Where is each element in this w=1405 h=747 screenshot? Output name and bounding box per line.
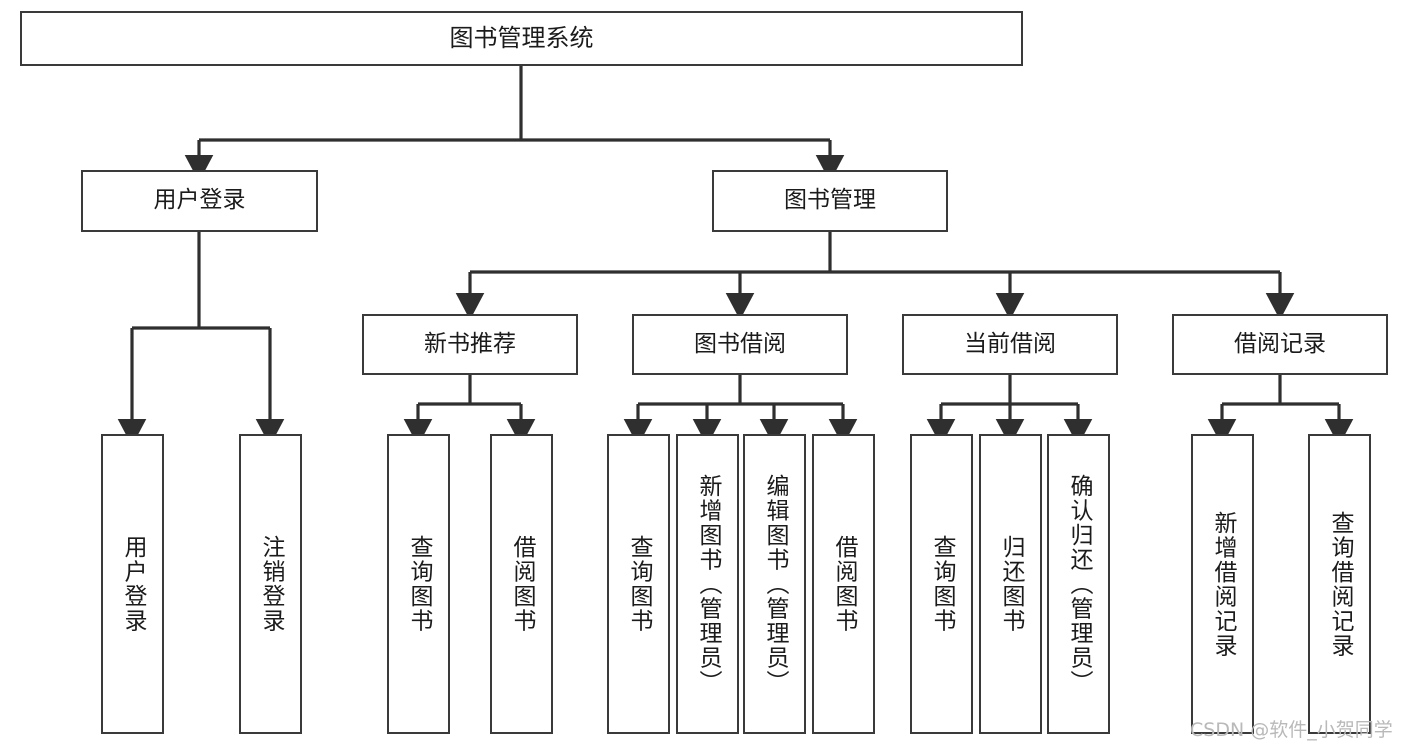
node-book-borrow[interactable]: 图书借阅 xyxy=(632,314,848,375)
leaf-query-book-recommend[interactable]: 查询图书 xyxy=(387,434,450,734)
node-label: 编辑图书（管理员） xyxy=(762,473,788,695)
leaf-query-book-borrow[interactable]: 查询图书 xyxy=(607,434,670,734)
leaf-query-book-current[interactable]: 查询图书 xyxy=(910,434,973,734)
node-borrow-record[interactable]: 借阅记录 xyxy=(1172,314,1388,375)
node-label: 查询图书 xyxy=(929,535,955,633)
node-new-book-recommend[interactable]: 新书推荐 xyxy=(362,314,578,375)
node-label: 图书管理系统 xyxy=(449,24,594,53)
leaf-return-book[interactable]: 归还图书 xyxy=(979,434,1042,734)
node-label: 确认归还（管理员） xyxy=(1066,473,1092,695)
node-book-management[interactable]: 图书管理 xyxy=(712,170,948,232)
watermark-text: CSDN @软件_小贺同学 xyxy=(1190,719,1393,741)
node-label: 归还图书 xyxy=(998,535,1024,633)
node-label: 图书管理 xyxy=(784,187,876,214)
leaf-query-borrow-record[interactable]: 查询借阅记录 xyxy=(1308,434,1371,734)
node-label: 用户登录 xyxy=(120,535,146,633)
node-label: 注销登录 xyxy=(258,535,284,633)
node-current-borrow[interactable]: 当前借阅 xyxy=(902,314,1118,375)
node-label: 图书借阅 xyxy=(694,330,786,357)
node-label: 新增图书（管理员） xyxy=(695,473,721,695)
node-label: 新增借阅记录 xyxy=(1210,510,1236,658)
node-label: 借阅记录 xyxy=(1234,330,1326,357)
node-label: 借阅图书 xyxy=(509,535,535,633)
node-label: 当前借阅 xyxy=(964,330,1056,357)
leaf-add-book-admin[interactable]: 新增图书（管理员） xyxy=(676,434,739,734)
leaf-logout-login[interactable]: 注销登录 xyxy=(239,434,302,734)
leaf-borrow-book[interactable]: 借阅图书 xyxy=(812,434,875,734)
node-label: 新书推荐 xyxy=(424,330,516,357)
node-root-book-management-system[interactable]: 图书管理系统 xyxy=(20,11,1023,66)
leaf-edit-book-admin[interactable]: 编辑图书（管理员） xyxy=(743,434,806,734)
leaf-add-borrow-record[interactable]: 新增借阅记录 xyxy=(1191,434,1254,734)
node-label: 查询图书 xyxy=(406,535,432,633)
leaf-user-login[interactable]: 用户登录 xyxy=(101,434,164,734)
node-label: 用户登录 xyxy=(153,187,246,214)
leaf-confirm-return-admin[interactable]: 确认归还（管理员） xyxy=(1047,434,1110,734)
node-label: 查询借阅记录 xyxy=(1327,510,1353,658)
node-user-login[interactable]: 用户登录 xyxy=(81,170,318,232)
node-label: 查询图书 xyxy=(626,535,652,633)
node-label: 借阅图书 xyxy=(831,535,857,633)
leaf-borrow-book-recommend[interactable]: 借阅图书 xyxy=(490,434,553,734)
